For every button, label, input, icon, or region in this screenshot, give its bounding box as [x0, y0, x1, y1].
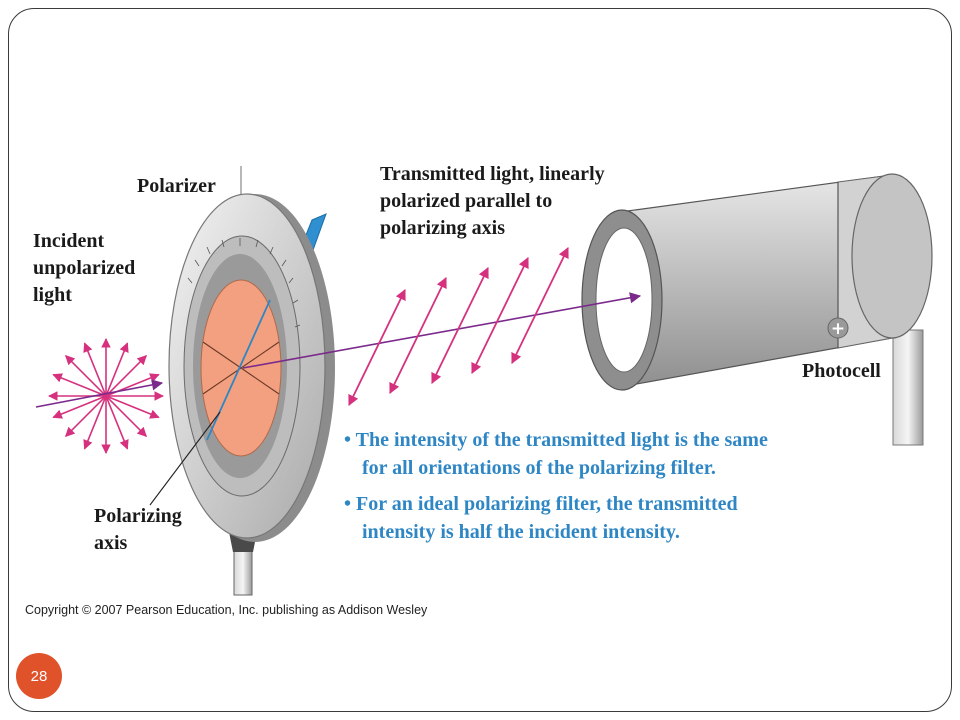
bullet-2-line1: • For an ideal polarizing filter, the tr… — [344, 493, 738, 515]
polarizing-axis-leader — [149, 411, 221, 506]
incident-label-line2: unpolarized — [33, 257, 136, 279]
incident-label-line1: Incident — [33, 230, 105, 252]
transmitted-label-line2: polarized parallel to — [380, 190, 553, 212]
polarizer-label: Polarizer — [137, 175, 216, 197]
photocell-plus-terminal: + — [831, 319, 845, 339]
polarized-arrow-5 — [511, 247, 569, 364]
bullet-1-line2: for all orientations of the polarizing f… — [362, 457, 716, 479]
transmitted-label-line1: Transmitted light, linearly — [380, 163, 605, 185]
polarizing-filter — [200, 279, 282, 457]
photocell-label: Photocell — [802, 360, 881, 382]
bullet-2-line2: intensity is half the incident intensity… — [362, 521, 680, 543]
unpolarized-arrow-8 — [83, 342, 129, 450]
unpolarized-light-arrows — [48, 338, 164, 454]
slide-number-badge: 28 — [16, 653, 62, 699]
polarized-arrow-2 — [389, 277, 447, 394]
incident-label-line3: light — [33, 284, 72, 306]
polarizing-axis-label-line2: axis — [94, 532, 128, 554]
linearly-polarized-arrows — [348, 247, 569, 406]
polarizing-axis-label-line1: Polarizing — [94, 505, 182, 527]
copyright-notice: Copyright © 2007 Pearson Education, Inc.… — [25, 603, 428, 617]
bullet-1-line1: • The intensity of the transmitted light… — [344, 429, 768, 451]
incident-beam — [35, 379, 164, 408]
photocell: + — [581, 173, 933, 446]
transmitted-label-line3: polarizing axis — [380, 217, 506, 239]
polarized-arrow-4 — [471, 257, 529, 374]
